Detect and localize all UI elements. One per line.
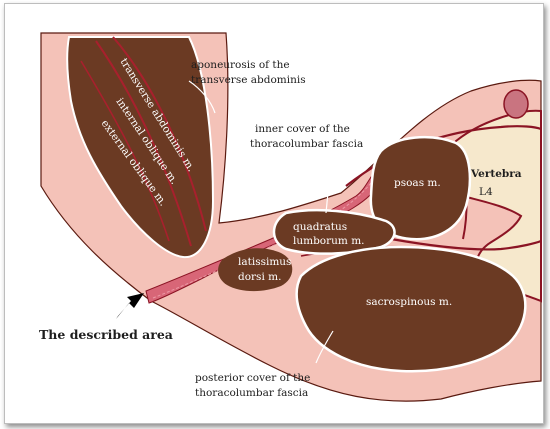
inner-cover-label-line1: inner cover of the bbox=[255, 123, 350, 135]
inner-cover-label-line2: thoracolumbar fascia bbox=[250, 138, 363, 150]
latissimus-label-line1: latissimus bbox=[238, 256, 291, 268]
leader-inner-cover bbox=[325, 160, 332, 214]
posterior-cover-label-line1: posterior cover of the bbox=[195, 372, 310, 384]
leader-posterior-cover bbox=[315, 330, 334, 364]
aponeurosis-label-line1: aponeurosis of the bbox=[191, 59, 290, 71]
described-area-arrow bbox=[116, 293, 144, 319]
psoas-label: psoas m. bbox=[394, 177, 441, 189]
figure-frame: aponeurosis of the transverse abdominis … bbox=[4, 3, 544, 424]
vertebra-level-label: L4 bbox=[479, 186, 493, 198]
internal-oblique-line bbox=[95, 40, 192, 247]
sacrospinous-muscle bbox=[295, 245, 527, 373]
aponeurosis-label-line2: transverse abdominis bbox=[191, 74, 306, 86]
sacrospinous-label: sacrospinous m. bbox=[366, 296, 452, 308]
described-area-label: The described area bbox=[39, 327, 173, 342]
vertebra-label: Vertebra bbox=[470, 168, 522, 180]
latissimus-dorsi-muscle bbox=[218, 248, 293, 292]
vertebra-top-canal bbox=[503, 89, 529, 119]
transverse-abdominis-line bbox=[112, 36, 207, 232]
quadratus-label-line1: quadratus bbox=[293, 221, 347, 233]
posterior-cover-label-line2: thoracolumbar fascia bbox=[195, 387, 308, 399]
quadratus-label-line2: lumborum m. bbox=[293, 235, 365, 247]
latissimus-label-line2: dorsi m. bbox=[238, 271, 281, 283]
external-oblique-line bbox=[80, 60, 170, 242]
anatomy-diagram: aponeurosis of the transverse abdominis … bbox=[39, 32, 542, 402]
divider-line-lower bbox=[390, 237, 542, 251]
psoas-muscle bbox=[369, 135, 472, 241]
leader-aponeurosis bbox=[188, 80, 216, 114]
